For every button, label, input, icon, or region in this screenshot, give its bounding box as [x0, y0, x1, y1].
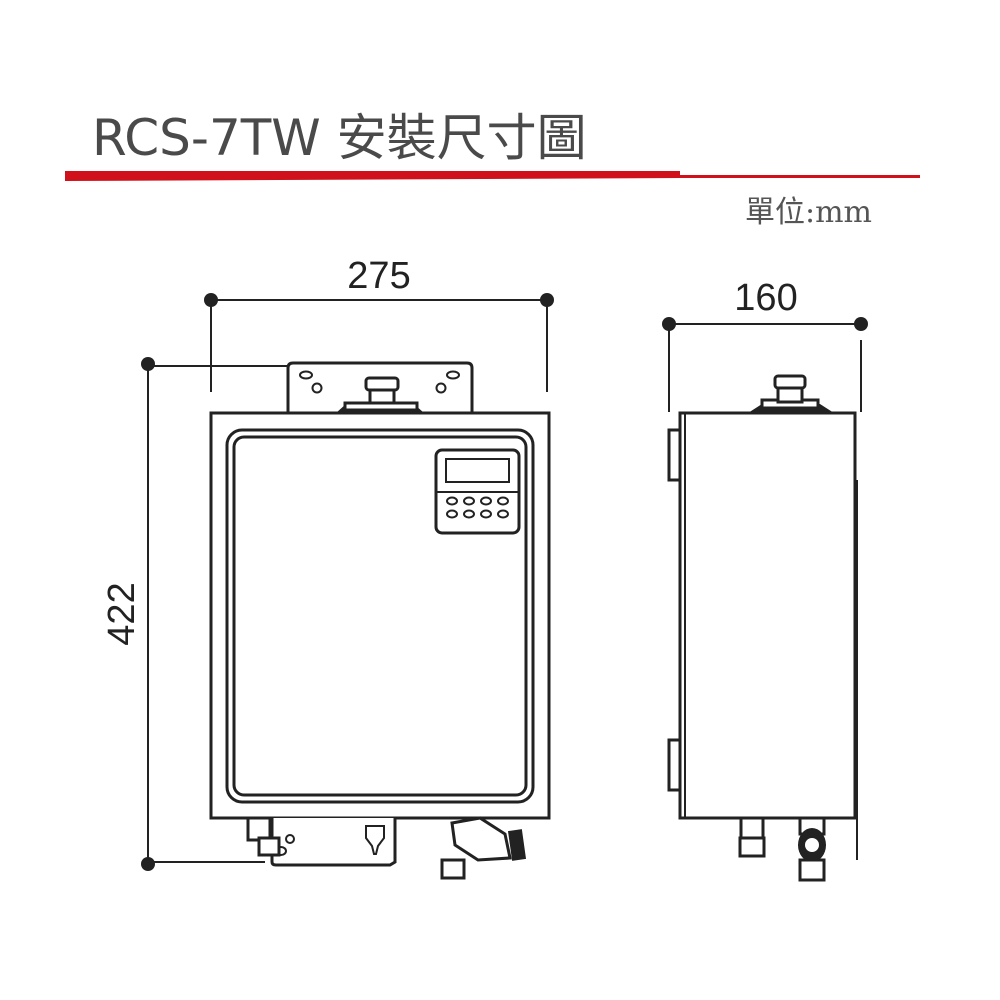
- gas-inlet-connector: [364, 376, 400, 392]
- title-underline: [65, 171, 920, 181]
- side-view: [667, 374, 858, 882]
- height-value: 422: [101, 582, 143, 645]
- display-screen: [445, 458, 510, 483]
- depth-value: 160: [734, 277, 797, 319]
- depth-dimension: 160: [662, 277, 868, 412]
- water-inlet: [440, 858, 466, 880]
- width-dimension: 275: [204, 255, 554, 392]
- bottom-bracket: [270, 818, 397, 867]
- unit-label: 單位:mm: [745, 195, 872, 230]
- water-valve: [450, 816, 512, 862]
- front-view: [209, 361, 551, 880]
- diagram-title: RCS-7TW 安裝尺寸圖: [92, 109, 587, 167]
- front-panel: [232, 435, 528, 797]
- height-dimension: 422: [101, 357, 288, 871]
- control-panel: [434, 448, 521, 535]
- water-outlet: [257, 836, 281, 857]
- width-value: 275: [347, 255, 410, 297]
- side-body: [678, 411, 857, 820]
